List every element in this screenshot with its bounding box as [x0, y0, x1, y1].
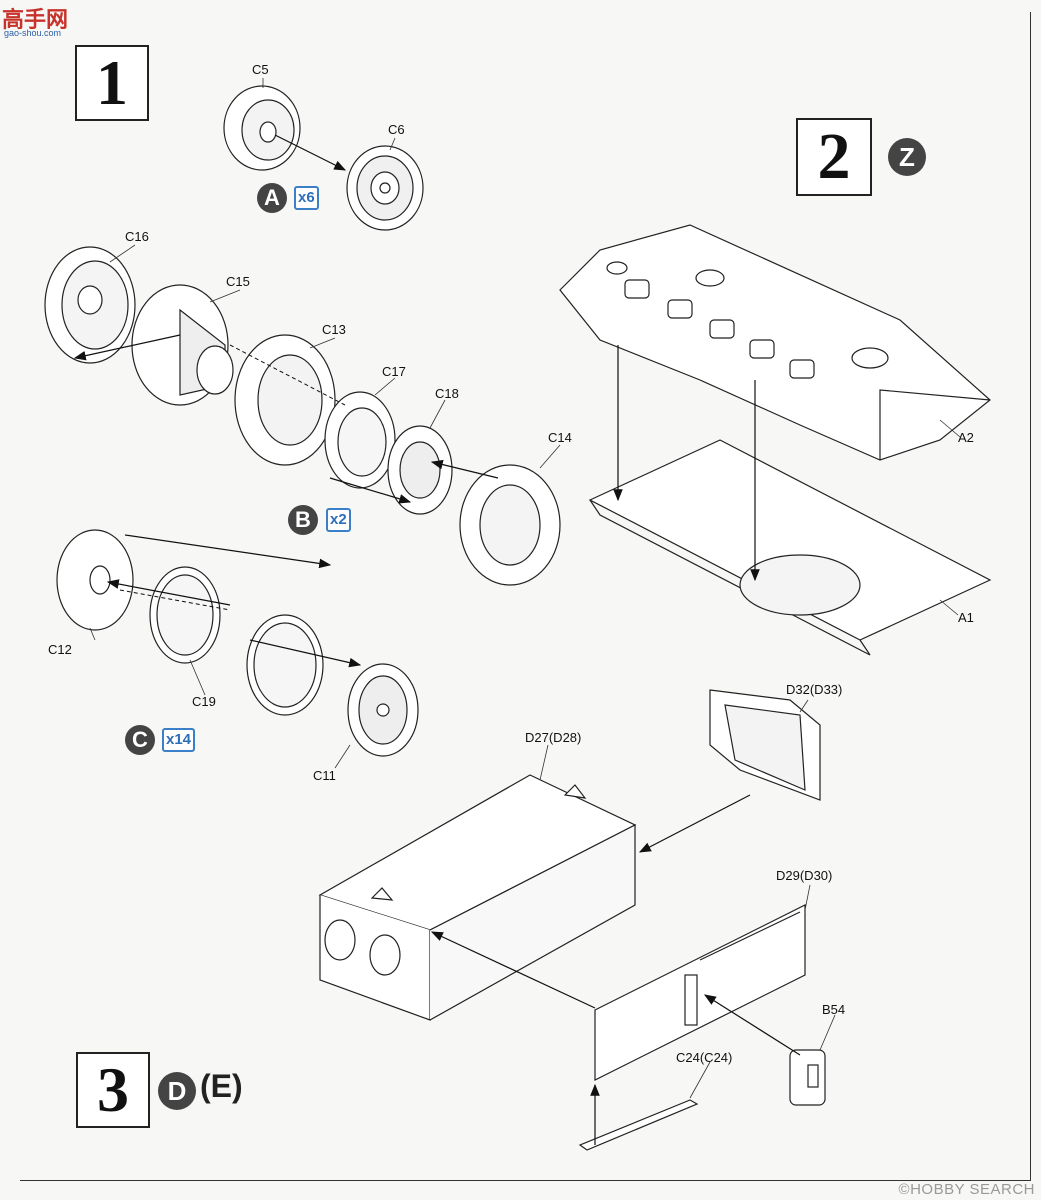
subassembly-c-multiplier: x14 — [162, 728, 196, 752]
part-c15-hub — [131, 284, 234, 406]
label-c24: C24(C24) — [676, 1050, 733, 1065]
subassembly-a-multiplier: x6 — [294, 186, 319, 210]
step-3-badge: D — [158, 1072, 196, 1110]
part-d32-panel — [709, 689, 821, 801]
arrow-b54-d29 — [703, 994, 801, 1056]
label-d27: D27(D28) — [525, 730, 582, 745]
step-2-number: 2 — [817, 120, 851, 193]
step-1-number: 1 — [96, 47, 128, 118]
part-c24-strip — [578, 1099, 699, 1151]
label-c19: C19 — [192, 694, 216, 709]
watermark: ©HOBBY SEARCH — [898, 1181, 1035, 1198]
arrow-c19-c11 — [249, 639, 362, 668]
step-1-box: 1 — [75, 45, 149, 121]
label-d29: D29(D30) — [776, 868, 833, 883]
step-3-number: 3 — [97, 1054, 129, 1125]
step-2-box: 2 — [796, 118, 872, 196]
part-c19-ring-a — [149, 566, 221, 664]
subassembly-b-multiplier: x2 — [326, 508, 351, 532]
subassembly-b-badge: B — [288, 505, 318, 535]
label-c14: C14 — [548, 430, 572, 445]
part-c19-ring-b — [246, 614, 324, 716]
label-d32: D32(D33) — [786, 682, 843, 697]
part-c17-ring — [324, 391, 396, 489]
part-b54-handle — [789, 1049, 826, 1106]
arrow-d29-d27 — [430, 931, 596, 1009]
part-c14-sprocket — [459, 464, 561, 586]
arrow-c19-c12 — [106, 579, 231, 606]
arrow-c17-c18 — [329, 477, 412, 504]
label-c12: C12 — [48, 642, 72, 657]
label-c11: C11 — [313, 768, 336, 783]
label-c13: C13 — [322, 322, 346, 337]
label-c15: C15 — [226, 274, 250, 289]
arrow-c14-c18 — [430, 459, 499, 479]
label-c17: C17 — [382, 364, 406, 379]
step-2-badge: Z — [888, 138, 926, 176]
arrow-c12-top — [124, 534, 332, 569]
step-3-box: 3 — [76, 1052, 150, 1128]
part-a2-upper-hull — [559, 224, 991, 461]
part-c6-wheel — [346, 145, 424, 231]
part-d29-plate — [594, 904, 806, 1081]
part-c18-disc — [387, 425, 453, 515]
label-a2: A2 — [958, 430, 974, 445]
label-a1: A1 — [958, 610, 974, 625]
arrow-c15-c16 — [73, 334, 181, 361]
part-c16-drum — [44, 246, 136, 364]
site-logo-url: gao-shou.com — [4, 28, 62, 38]
label-c5: C5 — [252, 62, 269, 77]
part-c5-wheel — [223, 85, 301, 171]
arrow-c5-c6 — [274, 134, 347, 171]
step-3-badge-alt: (E) — [200, 1068, 243, 1104]
subassembly-c-badge: C — [125, 725, 155, 755]
part-c12-wheel — [56, 529, 134, 631]
label-c18: C18 — [435, 386, 459, 401]
part-c11-wheel — [347, 663, 419, 757]
page-frame — [20, 12, 1031, 1181]
arrow-d32-d27 — [638, 794, 751, 853]
label-c16: C16 — [125, 229, 149, 244]
label-c6: C6 — [388, 122, 405, 137]
part-a1-lower-hull — [588, 439, 992, 656]
label-b54: B54 — [822, 1002, 846, 1017]
subassembly-a-badge: A — [257, 183, 287, 213]
site-logo: 高手网 — [2, 7, 69, 32]
part-c13-sprocket — [234, 334, 336, 466]
part-d27-box — [318, 774, 637, 1021]
